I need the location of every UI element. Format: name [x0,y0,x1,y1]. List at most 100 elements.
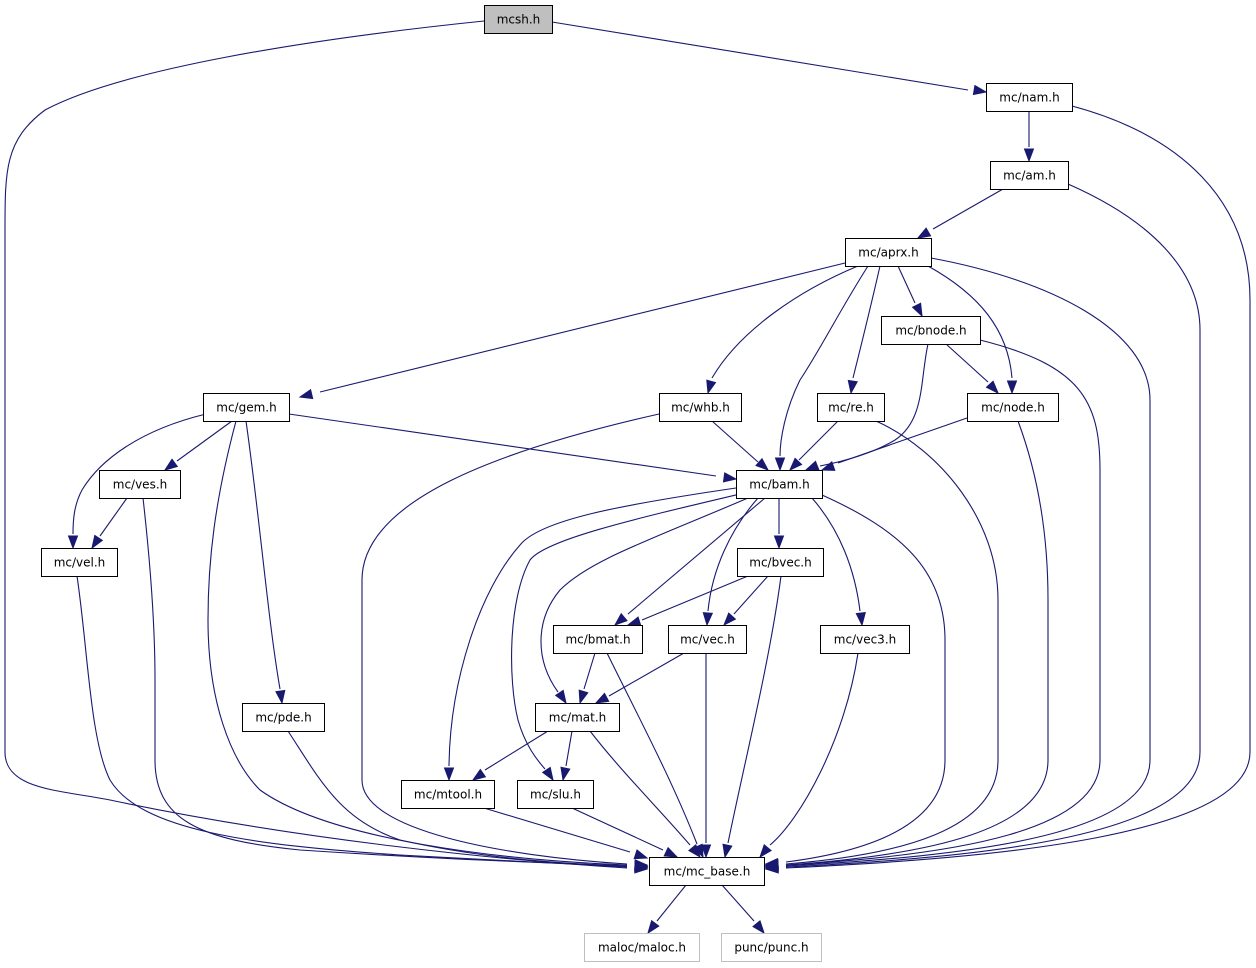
edge-line [641,575,749,621]
node-mtool[interactable]: mc/mtool.h [401,780,495,809]
edge-node-to-bam [820,417,968,471]
arrowhead-icon [578,689,589,705]
node-box[interactable] [535,703,620,732]
node-box[interactable] [817,393,885,422]
node-mat[interactable]: mc/mat.h [535,703,620,732]
node-box[interactable] [99,470,181,499]
edge-line [932,188,1004,230]
node-label: mc/mat.h [549,711,607,725]
arrowhead-icon [774,457,786,472]
arrowhead-icon [759,844,772,859]
arrowhead-icon [723,612,737,627]
edge-bmat-to-mat [578,652,596,705]
arrowhead-icon [443,767,455,782]
node-box[interactable] [668,625,747,654]
node-box[interactable] [881,316,981,345]
node-box[interactable] [41,548,118,577]
node-nam[interactable]: mc/nam.h [986,83,1073,112]
node-box[interactable] [649,857,765,886]
node-box[interactable] [517,780,594,809]
edge-line [245,420,281,690]
node-slu[interactable]: mc/slu.h [517,780,594,809]
node-box[interactable] [721,933,822,962]
edge-line [927,265,1013,379]
arrowhead-icon [700,844,712,859]
edge-line [785,257,1151,867]
edge-vec-to-base [700,653,712,859]
edge-line [483,807,631,853]
node-pde[interactable]: mc/pde.h [242,703,325,732]
edge-ves-to-base [142,497,649,872]
edge-bam-to-vec [702,497,759,627]
node-label: mc/nam.h [999,91,1059,105]
node-box[interactable] [737,548,824,577]
node-am[interactable]: mc/am.h [990,161,1069,190]
node-box[interactable] [203,393,290,422]
edge-line [785,420,999,865]
node-bnode[interactable]: mc/bnode.h [881,316,981,345]
node-ves[interactable]: mc/ves.h [99,470,181,499]
node-vec3[interactable]: mc/vec3.h [820,625,910,654]
node-bvec[interactable]: mc/bvec.h [737,548,824,577]
edge-vec-to-mat [594,652,685,704]
node-label: mc/re.h [828,401,874,415]
edge-base-to-punc [721,884,765,935]
edge-line [551,21,969,91]
node-aprx[interactable]: mc/aprx.h [845,238,932,267]
node-base[interactable]: mc/mc_base.h [649,857,765,886]
node-label: mc/am.h [1003,169,1056,183]
node-whb[interactable]: mc/whb.h [659,393,742,422]
edge-mcsh-to-base [4,20,649,874]
edge-mat-to-base [589,730,701,859]
edge-gem-to-bam [288,413,738,483]
node-box[interactable] [553,625,643,654]
edge-aprx-to-gem [298,262,846,400]
node-node[interactable]: mc/node.h [967,393,1059,422]
edge-mcsh-to-nam [551,21,988,96]
node-label: mc/bvec.h [749,556,811,570]
arrowhead-icon [722,472,738,483]
node-box[interactable] [986,83,1073,112]
edge-line [656,884,687,922]
node-re[interactable]: mc/re.h [817,393,885,422]
node-box[interactable] [484,5,553,34]
edge-bam-to-base [764,494,946,869]
node-punc[interactable]: punc/punc.h [721,933,822,962]
node-box[interactable] [820,625,910,654]
edge-bmat-to-base [606,652,704,859]
node-bmat[interactable]: mc/bmat.h [553,625,643,654]
node-vel[interactable]: mc/vel.h [41,548,118,577]
node-box[interactable] [659,393,742,422]
node-label: mc/pde.h [255,711,311,725]
node-mcsh[interactable]: mcsh.h [484,5,553,34]
edge-aprx-to-bam [774,265,869,472]
edge-line [288,413,717,477]
node-box[interactable] [845,238,932,267]
arrowhead-icon [541,766,554,782]
edge-mat-to-slu [560,730,573,782]
edge-bam-to-slu [511,493,741,782]
node-maloc[interactable]: maloc/maloc.h [584,933,700,962]
node-label: punc/punc.h [734,941,808,955]
arrowhead-icon [755,457,770,471]
arrowhead-icon [560,766,571,782]
arrowhead-icon [847,379,858,395]
node-bam[interactable]: mc/bam.h [736,470,823,499]
node-gem[interactable]: mc/gem.h [203,393,290,422]
edge-slu-to-base [571,807,679,858]
edge-line [897,265,916,304]
node-box[interactable] [967,393,1059,422]
node-box[interactable] [401,780,495,809]
edge-nam-to-base [764,105,1251,874]
node-box[interactable] [736,470,823,499]
node-box[interactable] [990,161,1069,190]
arrowhead-icon [985,380,999,395]
edge-line [711,420,759,463]
arrowhead-icon [804,460,820,471]
node-box[interactable] [242,703,325,732]
node-box[interactable] [584,933,700,962]
edge-line [733,575,769,615]
node-vec[interactable]: mc/vec.h [668,625,747,654]
node-label: mc/gem.h [216,401,276,415]
edge-line [589,730,691,846]
